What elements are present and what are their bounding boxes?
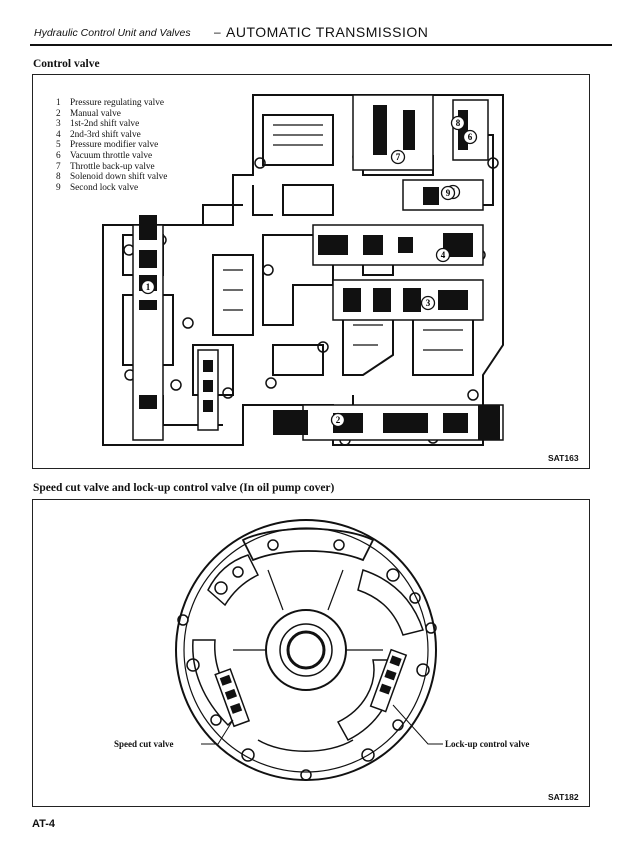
legend-item: 1 Pressure regulating valve	[56, 98, 167, 109]
svg-text:7: 7	[396, 152, 401, 162]
valve-marker-9: 9	[440, 185, 456, 201]
legend-label: Manual valve	[70, 108, 121, 119]
legend-label: 1st-2nd shift valve	[70, 119, 140, 130]
svg-text:4: 4	[441, 250, 446, 260]
valve-marker-3: 3	[420, 295, 436, 311]
legend-label: Vacuum throttle valve	[70, 150, 153, 161]
legend-item: 9 Second lock valve	[56, 183, 167, 194]
svg-text:6: 6	[468, 132, 473, 142]
legend-label: Second lock valve	[70, 182, 139, 193]
legend-number: 2	[56, 108, 61, 119]
valve-marker-7: 7	[390, 149, 406, 165]
legend-item: 7 Throttle back-up valve	[56, 162, 167, 173]
legend-label: Throttle back-up valve	[70, 161, 155, 172]
legend-label: Pressure regulating valve	[70, 98, 164, 108]
figure2-frame	[32, 499, 590, 807]
figure2-title: Speed cut valve and lock-up control valv…	[33, 482, 335, 494]
legend-number: 7	[56, 161, 61, 172]
valve-marker-8: 8	[450, 115, 466, 131]
svg-text:3: 3	[426, 298, 431, 308]
legend-label: Solenoid down shift valve	[70, 172, 168, 183]
page-header: Hydraulic Control Unit and Valves – AUTO…	[30, 22, 612, 46]
figure1-code: SAT163	[548, 453, 579, 463]
legend-number: 4	[56, 129, 61, 140]
svg-text:2: 2	[336, 415, 341, 425]
legend-number: 9	[56, 182, 61, 193]
valve-marker-2: 2	[330, 412, 346, 428]
legend-item: 3 1st-2nd shift valve	[56, 119, 167, 130]
valve-marker-6: 6	[462, 129, 478, 145]
header-chapter: AUTOMATIC TRANSMISSION	[226, 24, 429, 40]
legend-number: 1	[56, 98, 61, 108]
legend-number: 5	[56, 140, 61, 151]
control-valve-diagram: 123456789	[102, 94, 504, 446]
header-section: Hydraulic Control Unit and Valves	[34, 27, 191, 39]
valve-marker-1: 1	[140, 279, 156, 295]
legend-item: 5 Pressure modifier valve	[56, 140, 167, 151]
legend-number: 3	[56, 119, 61, 130]
legend-item: 2 Manual valve	[56, 109, 167, 120]
svg-text:8: 8	[456, 118, 461, 128]
figure1-title: Control valve	[33, 58, 100, 70]
svg-text:1: 1	[146, 282, 151, 292]
figure2-code: SAT182	[548, 792, 579, 802]
header-dash: –	[214, 25, 221, 39]
speed-cut-valve-label: Speed cut valve	[114, 739, 174, 749]
legend-item: 8 Solenoid down shift valve	[56, 172, 167, 183]
svg-text:9: 9	[446, 188, 451, 198]
legend-item: 6 Vacuum throttle valve	[56, 151, 167, 162]
legend-number: 8	[56, 172, 61, 183]
figure1-frame	[32, 74, 590, 469]
legend-item: 4 2nd-3rd shift valve	[56, 130, 167, 141]
legend-label: 2nd-3rd shift valve	[70, 129, 141, 140]
legend-label: Pressure modifier valve	[70, 140, 159, 151]
legend-number: 6	[56, 150, 61, 161]
valve-marker-4: 4	[435, 247, 451, 263]
oil-pump-cover-diagram	[175, 519, 443, 781]
lock-up-control-valve-label: Lock-up control valve	[445, 739, 530, 749]
page-number: AT-4	[32, 818, 56, 830]
